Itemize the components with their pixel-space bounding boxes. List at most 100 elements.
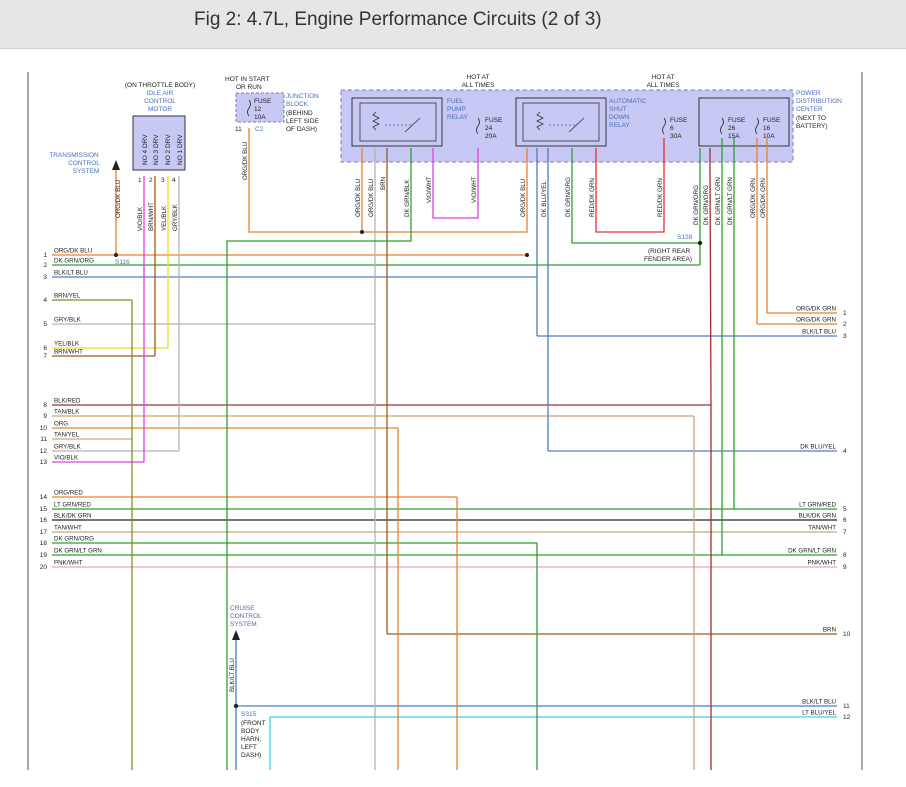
pdc-label-3: (NEXT TO: [796, 115, 826, 122]
left-pin-label: BLK/DK GRN: [54, 513, 91, 520]
left-pin-label: ORG: [54, 421, 68, 428]
fuse12-l0: FUSE: [254, 98, 272, 105]
right-pin-label: BLK/LT BLU: [802, 699, 836, 706]
pdc-label-2: CENTER: [796, 106, 823, 113]
vlabel-asd-2: DK BLU/YEL: [541, 181, 548, 217]
splice-s315: [233, 703, 239, 709]
right-pin-label: LT GRN/RED: [799, 502, 836, 509]
cruise-label-0: CRUISE: [230, 605, 255, 612]
jb-label-4: OF DASH): [286, 126, 317, 133]
right-pin-label: DK BLU/YEL: [800, 444, 836, 451]
fuse16-l1: 16: [763, 125, 771, 132]
left-pin-num: 2: [43, 262, 47, 269]
vlabel-jb: ORG/DK BLU: [242, 142, 249, 180]
s315-loc-4: DASH): [241, 752, 261, 759]
left-pin-num: 20: [40, 564, 48, 571]
left-pin-num: 6: [43, 345, 47, 352]
tcs-label-1: CONTROL: [68, 160, 100, 167]
left-pin-label: TAN/YEL: [54, 432, 80, 439]
splice-jb: [360, 230, 364, 234]
fuse16-l0: FUSE: [763, 117, 781, 124]
iac-motor-box: [132, 115, 186, 171]
right-pin-num: 8: [843, 552, 847, 559]
s315-loc-3: LEFT: [241, 744, 257, 751]
right-pin-label: BLK/LT BLU: [802, 329, 836, 336]
right-pin-num: 10: [843, 631, 851, 638]
iac-pin-label-4: NO 1 DRV: [177, 134, 184, 165]
right-pin-num: 1: [843, 310, 847, 317]
tcs-label-2: SYSTEM: [73, 168, 100, 175]
jb-pin: 11: [235, 126, 242, 133]
hot-all-1-1: ALL TIMES: [462, 82, 496, 89]
right-pin-label: BLK/DK GRN: [799, 513, 836, 520]
fuse24-l2: 20A: [485, 133, 497, 140]
hot-start-0: HOT IN START: [225, 76, 269, 83]
wire-fp-5: [432, 148, 479, 219]
vlabel-cruise: BLK/LT BLU: [229, 658, 236, 692]
right-pin-label: ORG/DK GRN: [796, 317, 836, 324]
fuse16-icon: [755, 117, 759, 135]
fuse6-icon: [662, 117, 666, 135]
left-pin-num: 17: [40, 529, 48, 536]
vlabel-asd-5: RED/DK GRN: [657, 178, 664, 217]
wire-jb: [248, 128, 528, 233]
iac-pin-num-2: 2: [149, 177, 153, 184]
hot-all-2-1: ALL TIMES: [647, 82, 681, 89]
jb-conn: C2: [255, 126, 264, 133]
vlabel-fp-4: DK GRN/BLK: [404, 179, 411, 217]
left-pin-num: 16: [40, 517, 48, 524]
left-pin-num: 3: [43, 274, 47, 281]
asd-label-2: DOWN: [609, 114, 630, 121]
wire-fp-4: [226, 148, 412, 770]
s116-label: S116: [115, 259, 130, 266]
tcs-arrow-icon: [112, 160, 120, 170]
vlabel-asd-4: RED/DK GRN: [589, 178, 596, 217]
vlabel-fp-6: VIO/WHT: [471, 176, 478, 203]
vlabel-tcs: ORG/DK BLU: [115, 180, 122, 218]
left-pin-label: DK GRN/ORG: [54, 258, 94, 265]
asd-relay-coil: [536, 111, 544, 131]
vlabel-pdc-1: DK GRN/ORG: [693, 185, 700, 225]
vlabel-iac-2: BRN/WHT: [148, 202, 155, 231]
junction-block-box: [235, 92, 285, 123]
cruise-arrow-icon: [232, 630, 240, 640]
left-pin-label: GRY/BLK: [54, 444, 82, 451]
left-pin-num: 13: [40, 459, 48, 466]
left-pin-num: 18: [40, 540, 48, 547]
right-pin-num: 6: [843, 517, 847, 524]
iac-pin-label-2: NO 3 DRV: [153, 134, 160, 165]
fuel-pump-relay-box: [351, 97, 443, 147]
right-pin-num: 11: [843, 703, 850, 710]
right-pin-label: ORG/DK GRN: [796, 306, 836, 313]
left-pin-num: 15: [40, 506, 48, 513]
fuse24-l0: FUSE: [485, 117, 503, 124]
right-pin-num: 3: [843, 333, 847, 340]
vlabel-pdc-3: DK GRN/LT GRN: [715, 177, 722, 225]
fuse12-l1: 12: [254, 106, 262, 113]
splice-s116-b: [525, 253, 529, 257]
vlabel-fp-2: ORG/DK BLU: [368, 179, 375, 217]
left-pin-label: TAN/BLK: [54, 409, 80, 416]
right-pin-label: TAN/WHT: [808, 525, 836, 532]
left-pin-num: 7: [43, 353, 47, 360]
left-pin-num: 8: [43, 402, 47, 409]
right-pin-num: 9: [843, 564, 847, 571]
fp-relay-coil: [372, 111, 380, 131]
asd-relay-box: [515, 97, 607, 147]
fuse26-l1: 26: [728, 125, 736, 132]
fuel-pump-relay-inner: [359, 102, 437, 142]
left-pin-num: 1: [43, 252, 47, 259]
s315-label: S315: [241, 711, 257, 718]
vlabel-pdc-6: ORG/DK GRN: [760, 178, 767, 218]
iac-label-2: CONTROL: [144, 98, 176, 105]
wire-pdc-2: [709, 148, 712, 770]
cruise-label-1: CONTROL: [230, 613, 262, 620]
fuse-symbols: [247, 99, 759, 135]
asd-relay-switch: [568, 117, 585, 133]
vlabel-iac-1: VIO/BLK: [137, 206, 144, 231]
left-pin-label: ORG/DK BLU: [54, 248, 92, 255]
splice-s128: [697, 240, 703, 246]
pdc-label-0: POWER: [796, 90, 821, 97]
fuse24-icon: [476, 117, 480, 135]
